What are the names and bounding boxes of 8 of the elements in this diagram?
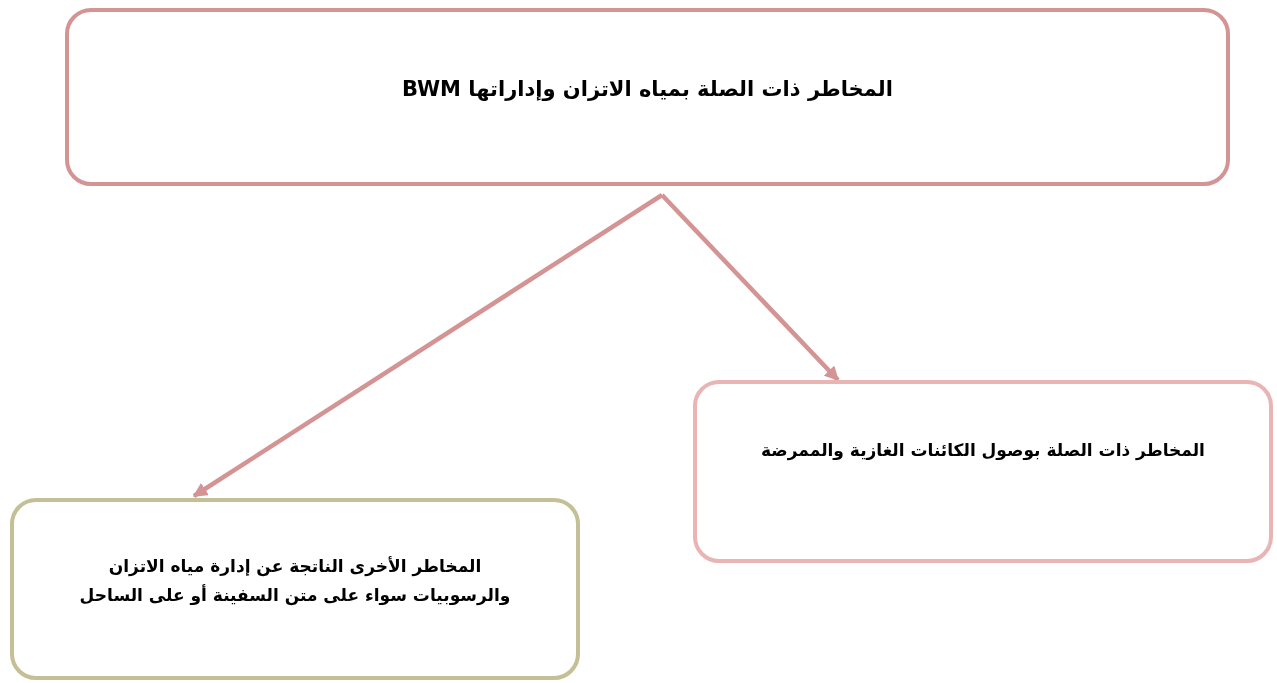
box-text: المخاطر ذات الصلة بوصول الكائنات الغازية والممرضة bbox=[760, 439, 1206, 463]
process-box bbox=[10, 498, 580, 680]
arrow bbox=[192, 193, 664, 498]
box-text: المخاطر ذات الصلة بمياه الاتزان وإداراتها BWM bbox=[401, 76, 894, 103]
process-box bbox=[693, 380, 1273, 563]
box-text: المخاطر الأخرى الناتجة عن إدارة مياه الاتزان والرسوبيات سواء على متن السفينة أو على الساحل bbox=[78, 555, 512, 608]
process-box bbox=[65, 8, 1230, 186]
arrow bbox=[660, 193, 840, 382]
